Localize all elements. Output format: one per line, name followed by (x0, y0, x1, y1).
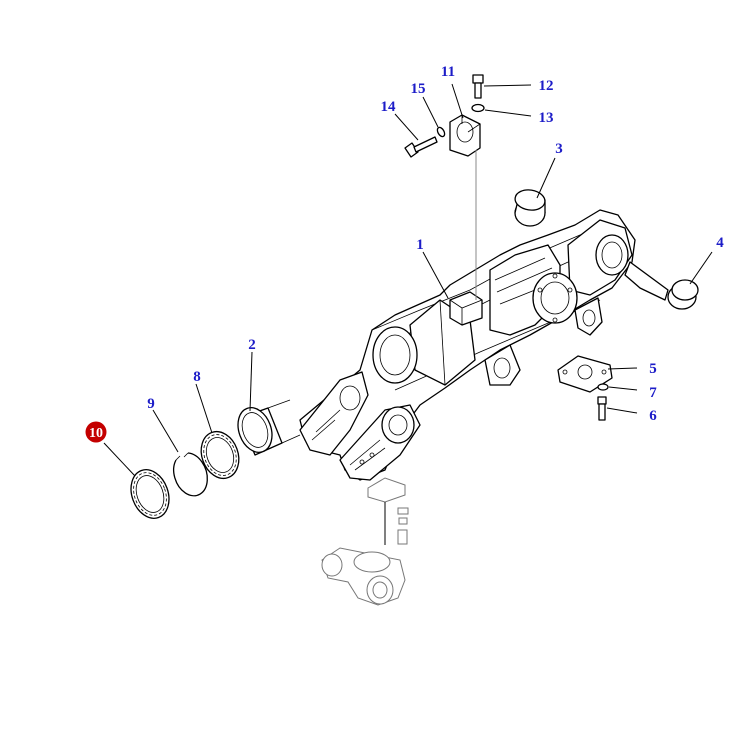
callout-13[interactable]: 13 (539, 110, 554, 126)
bushing-part-3[interactable] (514, 188, 546, 227)
bushing-part-4[interactable] (667, 279, 699, 310)
callout-1[interactable]: 1 (416, 237, 424, 253)
washer-part-7[interactable] (597, 383, 609, 391)
callout-12[interactable]: 12 (539, 78, 554, 94)
axle-housing[interactable] (299, 209, 669, 481)
callout-10-selected[interactable]: 10 (85, 421, 107, 443)
washer-part-15[interactable] (436, 126, 446, 138)
bolt-part-12[interactable] (472, 74, 484, 99)
lower-support-assembly (321, 477, 409, 606)
callout-5[interactable]: 5 (649, 361, 657, 377)
leader-lines (103, 83, 713, 477)
selected-marker-icon (85, 421, 107, 443)
callouts: 1 2 3 4 5 6 7 8 9 10 11 12 13 14 15 (85, 64, 724, 443)
bolt-part-14[interactable] (404, 136, 438, 158)
callout-9[interactable]: 9 (147, 396, 155, 412)
callout-10: 10 (89, 426, 103, 441)
callout-8[interactable]: 8 (193, 369, 201, 385)
callout-7[interactable]: 7 (649, 385, 657, 401)
washer-part-13[interactable] (471, 103, 485, 113)
callout-4[interactable]: 4 (716, 235, 724, 251)
callout-11[interactable]: 11 (441, 64, 455, 80)
seal-part-10[interactable] (125, 464, 176, 523)
seal-ring-part-8[interactable] (195, 426, 245, 483)
callout-15[interactable]: 15 (411, 81, 426, 97)
snap-ring-part-9[interactable] (173, 452, 208, 497)
callout-3[interactable]: 3 (555, 141, 563, 157)
bushing-part-2[interactable] (232, 399, 301, 457)
callout-14[interactable]: 14 (381, 99, 397, 115)
bolt-part-6[interactable] (597, 396, 607, 421)
callout-6[interactable]: 6 (649, 408, 657, 424)
bracket-part-11[interactable] (449, 114, 481, 300)
callout-2[interactable]: 2 (248, 337, 256, 353)
plate-part-5[interactable] (557, 355, 613, 393)
